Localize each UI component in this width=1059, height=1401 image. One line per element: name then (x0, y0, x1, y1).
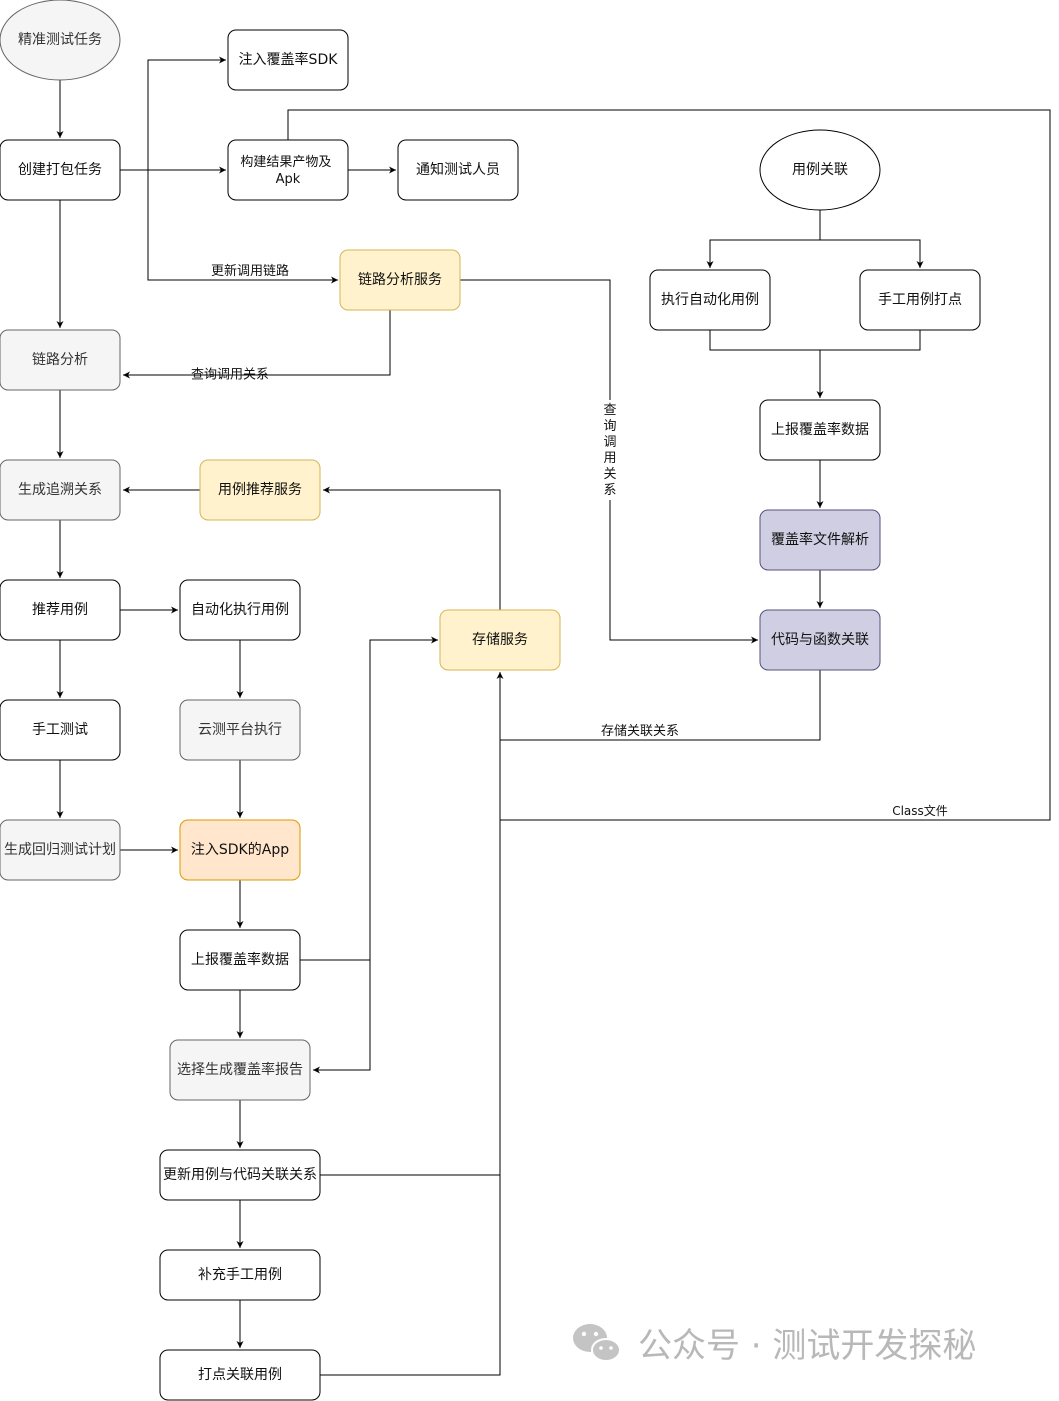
svg-text:自动化执行用例: 自动化执行用例 (191, 602, 289, 618)
vertical-label-char: 查 (603, 403, 616, 418)
edge-report-to-storage (300, 636, 438, 961)
edge-case-link-split-right (820, 239, 924, 268)
node-update-case-code: 更新用例与代码关联关系 (159, 1149, 321, 1201)
label-class-file: Class文件 (892, 803, 948, 818)
node-build-apk: 构建结果产物及 Apk (227, 139, 349, 201)
svg-text:注入覆盖率SDK: 注入覆盖率SDK (239, 51, 339, 68)
edge-case-link-split (706, 210, 821, 268)
node-auto-exec-case: 自动化执行用例 (179, 579, 301, 641)
build-apk-line2: Apk (276, 172, 301, 187)
svg-text:存储服务: 存储服务 (472, 632, 528, 648)
svg-text:选择生成覆盖率报告: 选择生成覆盖率报告 (177, 1061, 303, 1078)
node-cloud-exec: 云测平台执行 (179, 699, 301, 761)
node-case-link: 用例关联 (759, 129, 881, 211)
svg-text:链路分析: 链路分析 (32, 352, 88, 368)
edge-pack-to-trace-service (147, 170, 338, 284)
label-query-call-relation: 查询调用关系 (191, 368, 269, 383)
vertical-label-char: 关 (603, 467, 616, 482)
svg-text:代码与函数关联: 代码与函数关联 (771, 632, 869, 648)
node-notify-tester: 通知测试人员 (397, 139, 519, 201)
node-manual-test: 手工测试 (0, 699, 121, 761)
node-report-coverage-right: 上报覆盖率数据 (759, 399, 881, 461)
vertical-label-bg (597, 400, 623, 500)
edge-labels: 更新调用链路 查询调用关系 查询调用关系 存储关联关系 Class文件 (191, 263, 948, 818)
label-query-call-relation-vertical: 查询调用关系 (603, 403, 616, 498)
edge-trace-service-to-analysis (123, 310, 391, 379)
svg-text:打点关联用例: 打点关联用例 (198, 1366, 282, 1383)
svg-text:构建结果产物及 Apk: 构建结果产物及 Apk (240, 155, 335, 187)
node-manual-case-mark: 手工用例打点 (859, 269, 981, 331)
nodes: 精准测试任务 用例关联 注入覆盖率SDK 创建打包任务 构建结果产物及 Apk … (0, 0, 981, 1401)
label-update-call-chain: 更新调用链路 (211, 263, 289, 279)
vertical-label-char: 询 (603, 419, 616, 434)
svg-text:生成追溯关系: 生成追溯关系 (18, 482, 102, 498)
wechat-icon (573, 1324, 621, 1362)
svg-text:精准测试任务: 精准测试任务 (18, 32, 102, 48)
svg-text:注入SDK的App: 注入SDK的App (191, 842, 289, 858)
svg-text:更新用例与代码关联关系: 更新用例与代码关联关系 (163, 1167, 317, 1183)
node-gen-regression-plan: 生成回归测试计划 (0, 819, 121, 881)
node-report-coverage-left: 上报覆盖率数据 (179, 929, 301, 991)
svg-text:用例推荐服务: 用例推荐服务 (218, 482, 302, 498)
svg-text:补充手工用例: 补充手工用例 (198, 1267, 282, 1283)
svg-text:云测平台执行: 云测平台执行 (198, 722, 282, 738)
node-recommend-case: 推荐用例 (0, 579, 121, 641)
svg-text:上报覆盖率数据: 上报覆盖率数据 (771, 421, 869, 438)
node-code-func-link: 代码与函数关联 (759, 609, 881, 671)
vertical-label-char: 系 (603, 483, 616, 498)
node-mark-link-case: 打点关联用例 (159, 1349, 321, 1401)
edge-code-func-store (500, 670, 821, 741)
vertical-label-char: 调 (603, 435, 616, 450)
node-add-manual-case: 补充手工用例 (159, 1249, 321, 1301)
edges (56, 56, 1051, 1376)
svg-text:推荐用例: 推荐用例 (32, 602, 88, 618)
svg-text:通知测试人员: 通知测试人员 (416, 161, 500, 178)
node-storage-service: 存储服务 (439, 609, 561, 671)
svg-text:手工测试: 手工测试 (32, 722, 88, 738)
node-trace-service: 链路分析服务 (339, 249, 461, 311)
build-apk-line1: 构建结果产物及 (240, 155, 331, 170)
label-store-relation: 存储关联关系 (601, 724, 679, 739)
svg-text:上报覆盖率数据: 上报覆盖率数据 (191, 951, 289, 968)
svg-text:覆盖率文件解析: 覆盖率文件解析 (771, 531, 869, 548)
edge-build-class-file (287, 109, 1051, 821)
svg-text:生成回归测试计划: 生成回归测试计划 (4, 841, 116, 858)
svg-text:创建打包任务: 创建打包任务 (18, 161, 102, 178)
svg-text:执行自动化用例: 执行自动化用例 (661, 292, 759, 308)
node-inject-sdk: 注入覆盖率SDK (227, 29, 349, 91)
watermark-text: 公众号 · 测试开发探秘 (638, 1326, 976, 1366)
node-coverage-parse: 覆盖率文件解析 (759, 509, 881, 571)
edge-mark-to-storage (320, 672, 504, 1376)
node-case-recommend-service: 用例推荐服务 (199, 459, 321, 521)
edge-report-to-coverage-report (313, 960, 371, 1074)
watermark: 公众号 · 测试开发探秘 (573, 1324, 976, 1366)
node-exec-auto-case: 执行自动化用例 (649, 269, 771, 331)
node-sdk-app: 注入SDK的App (179, 819, 301, 881)
vertical-label-char: 用 (603, 451, 616, 466)
svg-text:链路分析服务: 链路分析服务 (358, 272, 442, 288)
edge-pack-to-inject-sdk (120, 56, 226, 171)
node-trace-analysis: 链路分析 (0, 329, 121, 391)
edge-storage-to-recommend-service (323, 486, 501, 610)
node-precise-test-task: 精准测试任务 (0, 0, 121, 81)
svg-text:用例关联: 用例关联 (792, 162, 848, 178)
node-create-pack-task: 创建打包任务 (0, 139, 121, 201)
svg-text:手工用例打点: 手工用例打点 (878, 291, 962, 308)
edge-auto-case-merge (709, 330, 921, 351)
node-gen-coverage-report: 选择生成覆盖率报告 (169, 1039, 311, 1101)
node-gen-trace-relation: 生成追溯关系 (0, 459, 121, 521)
